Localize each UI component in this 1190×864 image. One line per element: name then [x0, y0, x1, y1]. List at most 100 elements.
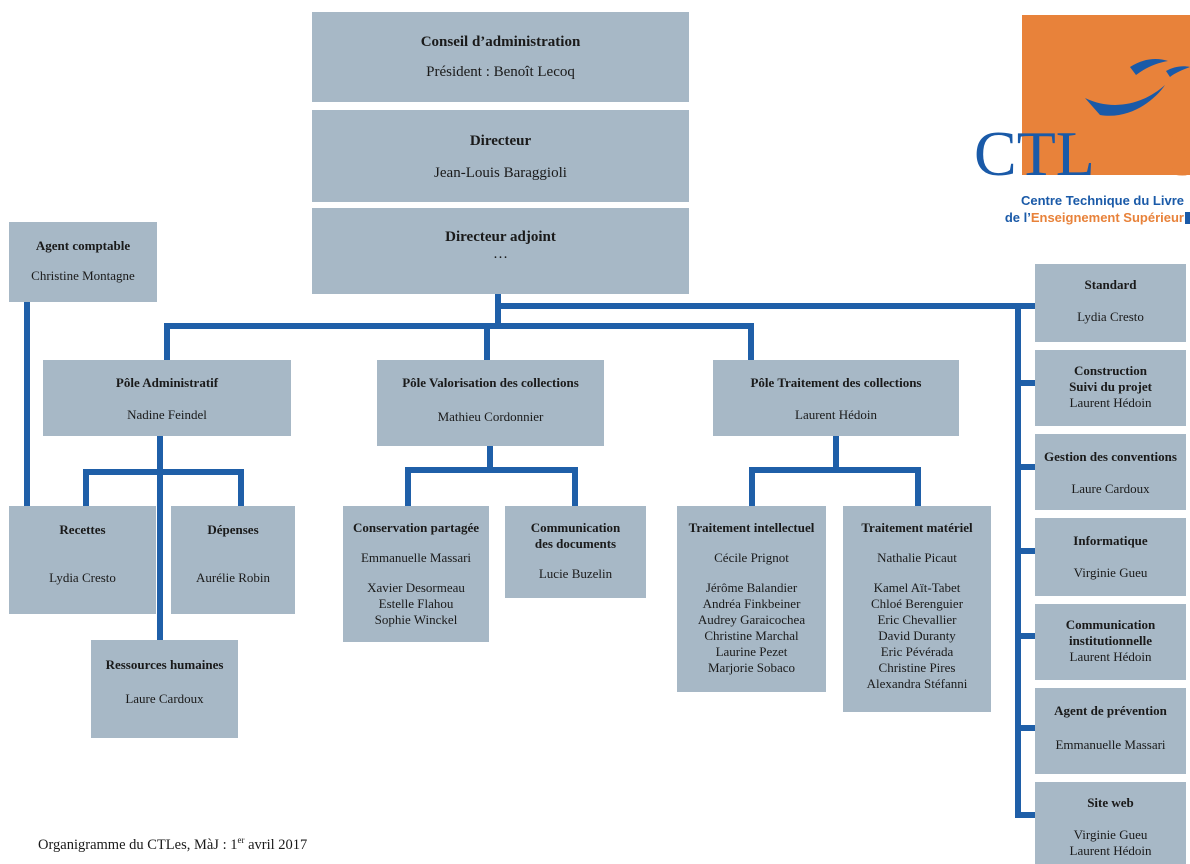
construction-title-1: Construction: [1074, 363, 1147, 378]
logo-tagline-2b: Enseignement Supérieur: [1031, 210, 1184, 225]
comm-docs-title-1: Communication: [530, 520, 621, 535]
pole-trait-name: Laurent Hédoin: [795, 407, 877, 422]
conventions-title: Gestion des conventions: [1044, 449, 1177, 464]
traitement-intellectuel-box: Traitement intellectuel Cécile Prignot J…: [677, 506, 826, 692]
construction-box: Construction Suivi du projet Laurent Héd…: [1035, 350, 1186, 426]
ca-title: Conseil d’administration: [420, 34, 581, 50]
depenses-title: Dépenses: [207, 522, 259, 537]
trait-mat-name: Nathalie Picaut: [877, 550, 957, 565]
recettes-name: Lydia Cresto: [49, 570, 116, 585]
siteweb-title: Site web: [1087, 795, 1134, 810]
adj-name: …: [493, 246, 508, 262]
footer-tail: avril 2017: [244, 836, 308, 853]
comm-inst-title-2: institutionnelle: [1068, 633, 1153, 648]
comm-docs-title-2: des documents: [534, 536, 617, 551]
directeur-adjoint-box: Directeur adjoint …: [312, 208, 689, 294]
informatique-name: Virginie Gueu: [1073, 565, 1148, 580]
trait-mat-name: Eric Chevallier: [877, 612, 957, 627]
gestion-conventions-box: Gestion des conventions Laure Cardoux: [1035, 434, 1186, 510]
pole-admin-title: Pôle Administratif: [115, 375, 219, 390]
pole-traitement-box: Pôle Traitement des collections Laurent …: [713, 360, 959, 436]
ctles-logo: CTL ES Centre Technique du Livre de l’En…: [960, 15, 1190, 235]
communication-institutionnelle-box: Communication institutionnelle Laurent H…: [1035, 604, 1186, 680]
standard-title: Standard: [1084, 277, 1137, 292]
conservation-title: Conservation partagée: [352, 520, 479, 535]
ressources-humaines-box: Ressources humaines Laure Cardoux: [91, 640, 238, 738]
trait-mat-name: Eric Pévérada: [880, 644, 954, 659]
logo-orange-square: [1022, 15, 1190, 175]
siteweb-name: Laurent Hédoin: [1069, 843, 1152, 858]
trait-intel-title: Traitement intellectuel: [688, 520, 815, 535]
footer-text: Organigramme du CTLes, MàJ : 1: [38, 836, 238, 853]
trait-mat-name: Chloé Berenguier: [870, 596, 964, 611]
pole-administratif-box: Pôle Administratif Nadine Feindel: [43, 360, 291, 436]
trait-intel-name: Marjorie Sobaco: [707, 660, 795, 675]
depenses-box: Dépenses Aurélie Robin: [171, 506, 295, 614]
comm-inst-name: Laurent Hédoin: [1069, 649, 1152, 664]
prevention-name: Emmanuelle Massari: [1055, 737, 1166, 752]
comm-docs-name: Lucie Buzelin: [538, 566, 613, 581]
comm-inst-title-1: Communication: [1065, 617, 1156, 632]
ctles-logo-graphic: CTL ES Centre Technique du Livre de l’En…: [974, 15, 1190, 225]
footer-sup: er: [237, 835, 245, 845]
pole-trait-title: Pôle Traitement des collections: [750, 375, 922, 390]
recettes-title: Recettes: [59, 522, 106, 537]
logo-tagline-2: de l’Enseignement Supérieur: [1005, 210, 1184, 225]
trait-intel-name: Andréa Finkbeiner: [702, 596, 801, 611]
construction-name: Laurent Hédoin: [1069, 395, 1152, 410]
trait-mat-name: Alexandra Stéfanni: [866, 676, 968, 691]
bird-icon: [1166, 66, 1190, 77]
trait-intel-name: Laurine Pezet: [715, 644, 788, 659]
depenses-name: Aurélie Robin: [195, 570, 270, 585]
dir-name: Jean-Louis Baraggioli: [434, 165, 567, 181]
trait-intel-name: Cécile Prignot: [714, 550, 789, 565]
footer-caption: Organigramme du CTLes, MàJ : 1er avril 2…: [38, 835, 307, 854]
conservation-name: Emmanuelle Massari: [360, 550, 472, 565]
logo-tagline-2a: de l’: [1005, 210, 1031, 225]
logo-bar: [1185, 212, 1190, 224]
informatique-title: Informatique: [1073, 533, 1148, 548]
logo-tagline-1: Centre Technique du Livre: [1021, 193, 1184, 208]
conventions-name: Laure Cardoux: [1071, 481, 1150, 496]
conservation-name: Sophie Winckel: [374, 612, 458, 627]
logo-brand-a: CTL: [974, 118, 1095, 189]
dir-title: Directeur: [469, 133, 532, 149]
trait-intel-name: Jérôme Balandier: [705, 580, 798, 595]
adj-title: Directeur adjoint: [445, 229, 556, 245]
siteweb-name: Virginie Gueu: [1073, 827, 1148, 842]
ca-name: Président : Benoît Lecoq: [426, 64, 575, 80]
agent-comptable-title: Agent comptable: [35, 238, 131, 253]
recettes-box: Recettes Lydia Cresto: [9, 506, 156, 614]
rh-name: Laure Cardoux: [125, 691, 204, 706]
bird-icon: [1130, 59, 1168, 75]
agent-comptable-box: Agent comptable Christine Montagne: [9, 222, 157, 302]
prevention-title: Agent de prévention: [1054, 703, 1167, 718]
communication-documents-box: Communication des documents Lucie Buzeli…: [505, 506, 646, 598]
pole-valorisation-box: Pôle Valorisation des collections Mathie…: [377, 360, 604, 446]
pole-valo-title: Pôle Valorisation des collections: [402, 375, 579, 390]
pole-admin-name: Nadine Feindel: [127, 407, 207, 422]
trait-mat-title: Traitement matériel: [861, 520, 973, 535]
site-web-box: Site web Virginie Gueu Laurent Hédoin: [1035, 782, 1186, 864]
standard-name: Lydia Cresto: [1077, 309, 1144, 324]
standard-box: Standard Lydia Cresto: [1035, 264, 1186, 342]
directeur-box: Directeur Jean-Louis Baraggioli: [312, 110, 689, 202]
trait-mat-name: Kamel Aït-Tabet: [873, 580, 961, 595]
traitement-materiel-box: Traitement matériel Nathalie Picaut Kame…: [843, 506, 991, 712]
agent-prevention-box: Agent de prévention Emmanuelle Massari: [1035, 688, 1186, 774]
agent-comptable-name: Christine Montagne: [31, 268, 135, 283]
pole-valo-name: Mathieu Cordonnier: [437, 409, 544, 424]
conseil-administration-box: Conseil d’administration Président : Ben…: [312, 12, 689, 102]
rh-title: Ressources humaines: [105, 657, 224, 672]
trait-intel-name: Audrey Garaicochea: [697, 612, 806, 627]
construction-title-2: Suivi du projet: [1069, 379, 1152, 394]
trait-mat-name: Christine Pires: [878, 660, 956, 675]
conservation-partagee-box: Conservation partagée Emmanuelle Massari…: [343, 506, 489, 642]
informatique-box: Informatique Virginie Gueu: [1035, 518, 1186, 596]
trait-intel-name: Christine Marchal: [704, 628, 799, 643]
conservation-name: Estelle Flahou: [378, 596, 454, 611]
conservation-name: Xavier Desormeau: [367, 580, 465, 595]
trait-mat-name: David Duranty: [878, 628, 956, 643]
logo-brand-b: ES: [1126, 118, 1190, 189]
